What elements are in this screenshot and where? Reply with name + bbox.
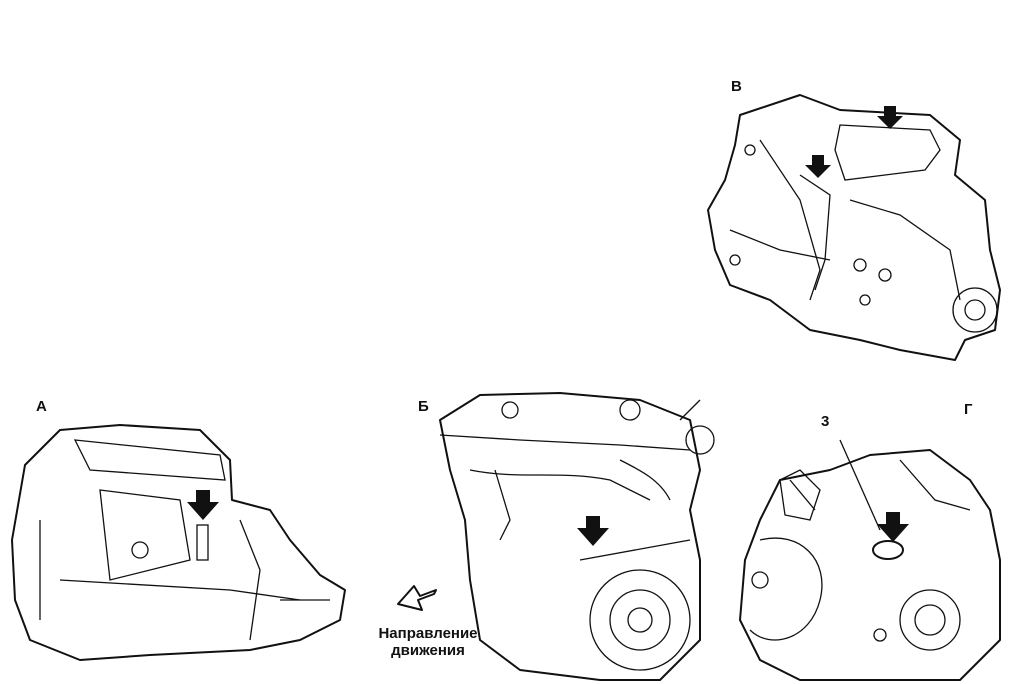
- view-label-g: Г: [964, 401, 973, 418]
- view-label-v: В: [731, 78, 742, 95]
- direction-arrow-icon: [397, 585, 437, 611]
- direction-caption: Направление движения: [368, 625, 488, 659]
- view-label-b: Б: [418, 398, 429, 415]
- direction-line2: движения: [391, 642, 465, 659]
- gearbox-view-v: [707, 94, 1001, 361]
- direction-line1: Направление: [378, 625, 478, 642]
- arrow-marker-g: [877, 512, 909, 542]
- engine-view-b: [397, 392, 715, 681]
- callout-number: 3: [821, 413, 830, 430]
- callout-leader-line: [839, 439, 881, 531]
- view-label-a: А: [36, 398, 47, 415]
- gearbox-view-a: [11, 424, 346, 661]
- arrow-marker-a: [187, 490, 219, 520]
- arrow-marker-v2: [805, 155, 831, 178]
- arrow-marker-v1: [877, 106, 903, 129]
- arrow-marker-b: [577, 516, 609, 546]
- gearbox-view-g: [739, 439, 1001, 681]
